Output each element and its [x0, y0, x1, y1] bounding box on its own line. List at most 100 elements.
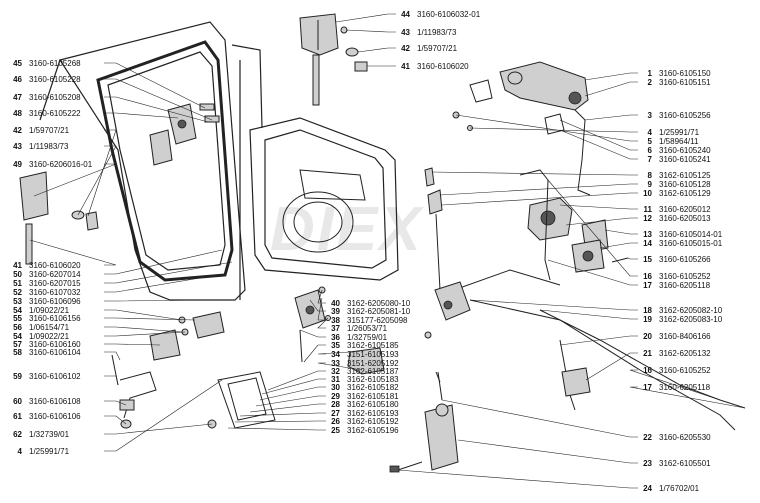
callout-number: 46: [13, 75, 22, 84]
rod-3: [574, 109, 591, 196]
callout-number: 5: [648, 137, 653, 146]
leader-line: [104, 261, 233, 284]
callout-part-code: 1/25991/71: [659, 128, 700, 137]
callout-part-code: 3162-6105129: [659, 189, 711, 198]
callout-part-code: 3160-6105208: [29, 93, 81, 102]
callout-part-code: 3160-6206016-01: [29, 160, 93, 169]
callout-number: 34: [331, 350, 340, 359]
leader-line: [303, 344, 326, 363]
callout-number: 19: [643, 315, 652, 324]
callout-part-code: 3162-6205083-10: [659, 315, 723, 324]
callout-part-code: 1/09022/21: [29, 306, 70, 315]
leader-line: [565, 217, 638, 226]
callout-number: 53: [13, 297, 22, 306]
callout-number: 30: [331, 383, 340, 392]
leader-line: [345, 29, 396, 33]
callout-center_labels-14: 26 3162-6105192: [331, 417, 399, 426]
leader-line: [259, 386, 326, 401]
callout-part-code: 3160-6205012: [659, 205, 711, 214]
callout-part-code: 3162-6205132: [659, 349, 711, 358]
callout-part-code: 1/59707/21: [29, 126, 70, 135]
callout-part-code: 1/25991/71: [29, 447, 70, 456]
callout-number: 38: [331, 316, 340, 325]
leader-line: [309, 299, 326, 312]
callout-part-code: 1/11983/73: [29, 142, 69, 151]
leader-line: [559, 129, 638, 160]
callout-part-code: 3160-6105256: [659, 111, 711, 120]
callout-number: 59: [13, 372, 22, 381]
leader-line: [629, 369, 721, 401]
callout-part-code: 3160-6205013: [659, 214, 711, 223]
callout-part-code: 3162-6105501: [659, 459, 711, 468]
callout-number: 36: [331, 333, 340, 342]
callout-number: 54: [13, 306, 22, 315]
callout-part-code: 3160-6205118: [659, 281, 711, 290]
callout-part-code: 3160-6105252: [659, 366, 711, 375]
callout-number: 21: [643, 349, 652, 358]
callout-part-code: 3162-6205081-10: [347, 307, 411, 316]
callout-part-code: 3160-6105268: [29, 59, 81, 68]
callout-number: 16: [643, 366, 652, 375]
callout-part-code: 1/32739/01: [29, 430, 70, 439]
callout-number: 25: [331, 426, 340, 435]
leader-line: [104, 326, 183, 333]
leader-line: [104, 379, 223, 452]
callout-part-code: 3162-6205082-10: [659, 306, 723, 315]
leader-line: [431, 171, 638, 176]
leader-line: [104, 249, 223, 275]
callout-right_labels-16: 17 3160-6205118: [643, 281, 710, 290]
leader-line: [584, 81, 638, 97]
leader-line: [104, 415, 127, 425]
callout-number: 26: [331, 417, 340, 426]
leader-line: [317, 289, 326, 304]
leader-line: [87, 129, 117, 217]
callout-number: 28: [331, 400, 340, 409]
door-frame: [39, 21, 246, 301]
leader-line: [104, 351, 121, 361]
callout-number: 44: [401, 10, 410, 19]
callout-part-code: 3160-6106096: [29, 297, 81, 306]
callout-part-code: 1/32759/01: [347, 333, 388, 342]
callout-number: 16: [643, 272, 652, 281]
callout-number: 17: [643, 281, 652, 290]
callout-number: 6: [648, 146, 653, 155]
top-hinge: [299, 13, 368, 106]
leader-line: [599, 242, 638, 249]
callout-part-code: 3160-6207014: [29, 270, 81, 279]
callout-part-code: 3160-6105252: [659, 272, 711, 281]
callout-number: 17: [643, 383, 652, 392]
callout-number: 41: [13, 261, 22, 270]
callout-number: 8: [648, 171, 653, 180]
callout-part-code: 3160-6106104: [29, 348, 81, 357]
center-lock-parts: [424, 167, 471, 339]
callout-number: 40: [331, 299, 340, 308]
callout-part-code: 1/06154/71: [29, 323, 70, 332]
callout-part-code: 3162-6105192: [347, 417, 399, 426]
door-lock: [527, 197, 629, 273]
leader-line: [261, 378, 326, 395]
callout-part-code: 3162-6105182: [347, 383, 399, 392]
callout-number: 15: [643, 255, 652, 264]
leader-line: [441, 399, 638, 438]
callout-right_labels-20: 21 3162-6205132: [643, 349, 711, 358]
leader-line: [299, 329, 326, 338]
callout-part-code: 3162-6105196: [347, 426, 399, 435]
